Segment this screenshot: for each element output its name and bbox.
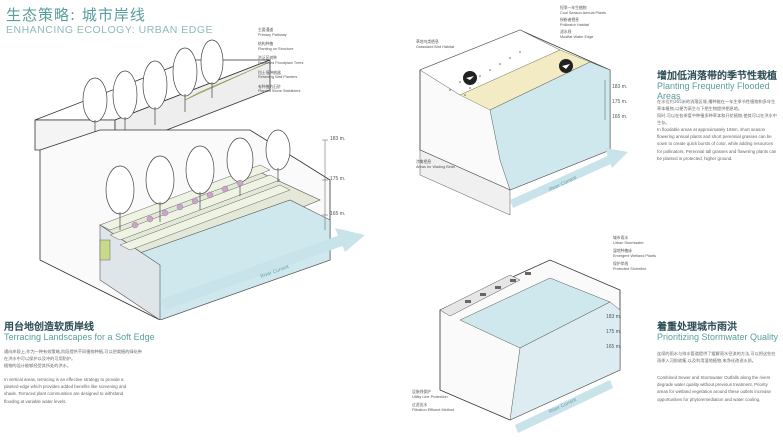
page-title: 生态策略: 城市岸线 (6, 6, 146, 24)
storm-elev-165: 165 m. (606, 344, 622, 350)
seasonal-heading-en: Planting Frequently Flooded Areas (657, 81, 770, 101)
terrace-heading-en: Terracing Landscapes for a Soft Edge (4, 332, 155, 342)
terrace-flower-planters (131, 179, 244, 229)
terrace-elev-183: 183 m. (330, 136, 346, 142)
storm-elev-183: 183 m. (606, 314, 622, 320)
terrace-body-en: In vertical areas, terracing is an effec… (4, 377, 127, 404)
terrace-elev-175: 175 m. (330, 176, 346, 182)
terrace-upper-trees (82, 39, 224, 140)
seasonal-elev-175: 175 m. (612, 99, 628, 105)
storm-heading-cn: 着重处理城市雨洪 (657, 322, 737, 333)
seasonal-elev-183: 183 m. (612, 84, 628, 90)
storm-heading-en: Prioritizing Stormwater Quality (657, 332, 779, 342)
page-subtitle: ENHANCING ECOLOGY: URBAN EDGE (6, 24, 214, 36)
stormwater-outfalls (465, 272, 531, 303)
seasonal-grass-dots (449, 51, 521, 96)
seasonal-block (419, 29, 611, 215)
seasonal-diagram (419, 29, 628, 215)
terrace-diagram (34, 39, 365, 320)
terrace-steps (99, 164, 291, 261)
terrace-lower-trees (105, 129, 291, 230)
stormwater-block (439, 259, 621, 421)
terrace-river-arrow (160, 228, 365, 310)
seasonal-heading-cn: 增加低消落带的季节性栽植 (657, 71, 777, 82)
stormwater-diagram (439, 259, 621, 433)
stormwater-river-arrow (515, 380, 613, 433)
storm-elev-175: 175 m. (606, 329, 622, 335)
seasonal-body-cn: 在水位约165米的消落区域,播种能在一年生季节性植物和多年生草本植物,以便为高生… (657, 99, 777, 125)
terrace-elevation-markers (322, 139, 328, 230)
seasonal-body-en: In floodable areas at approximately 165m… (657, 127, 777, 161)
bird-icon-circles (463, 59, 573, 85)
storm-body-en: Combined Sewer and Stormwater Outfalls a… (657, 375, 771, 402)
terrace-body-cn: 通向岸段上,作为一种有效策略,阶段提供不同植物种植,可以把栽植的绿化带在洪水中可… (4, 349, 142, 368)
storm-body-cn: 连续的雨水与排水管道提供了缓解雨水径流的方法,可以把这些在雨季入河前收集,以及利… (657, 351, 776, 363)
terrace-elev-165: 165 m. (330, 211, 346, 217)
seasonal-river-arrow (510, 148, 628, 208)
terrace-heading-cn: 用台地创造软质岸线 (4, 322, 94, 333)
seasonal-elev-165: 165 m. (612, 114, 628, 120)
